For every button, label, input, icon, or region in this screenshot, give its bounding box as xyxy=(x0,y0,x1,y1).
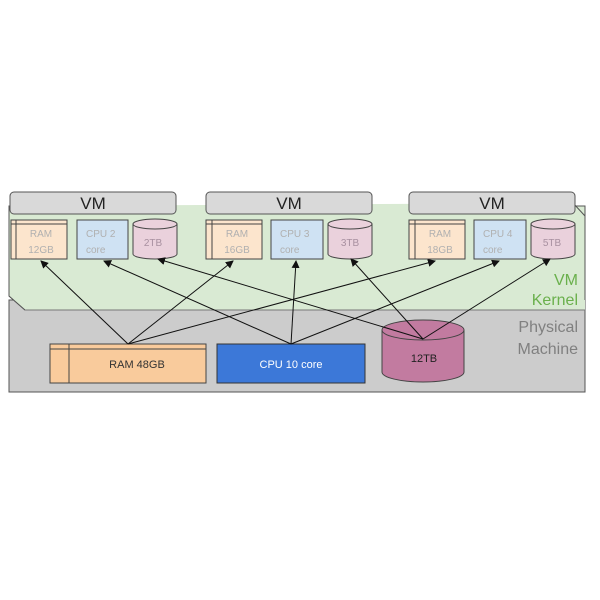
ram-label: RAM xyxy=(30,229,52,240)
virtual-cpu[interactable]: CPU 3 core xyxy=(270,219,324,260)
arrow-disk-to-vm3 xyxy=(422,258,551,340)
vm-header[interactable] xyxy=(408,191,576,215)
disk-size: 3TB xyxy=(341,238,360,249)
ram-label: RAM xyxy=(429,229,451,240)
vm-header[interactable] xyxy=(205,191,373,215)
virtual-disk[interactable]: 3TB xyxy=(327,218,373,260)
kernel-label-kernel: Kernel xyxy=(532,292,578,309)
virtual-ram[interactable]: RAM 18GB xyxy=(408,219,466,260)
kernel-label-vm: VM xyxy=(554,272,578,289)
cpu-cores: core xyxy=(280,245,300,256)
arrow-ram-to-vm1 xyxy=(40,260,129,345)
virtual-cpu[interactable]: CPU 2 core xyxy=(76,219,129,260)
vm-header[interactable] xyxy=(9,191,177,215)
vm-3: VM RAM 18GB CPU 4 core 5TB xyxy=(408,191,576,260)
arrow-cpu-to-vm3 xyxy=(290,259,500,345)
physical-label-physical: Physical xyxy=(518,319,578,336)
virtual-cpu[interactable]: CPU 4 core xyxy=(473,219,527,260)
vm-1: VM RAM 12GB CPU 2 core 2TB xyxy=(9,191,178,260)
vm-2: VM RAM 16GB CPU 3 core 3TB xyxy=(205,191,373,260)
arrow-disk-to-vm2 xyxy=(350,258,424,340)
arrow-ram-to-vm3 xyxy=(127,258,436,345)
virtual-ram[interactable]: RAM 16GB xyxy=(205,219,263,260)
virtual-disk[interactable]: 2TB xyxy=(132,218,178,260)
vm-title: VM xyxy=(80,194,106,213)
arrow-cpu-to-vm2 xyxy=(290,260,300,345)
cpu-cores: core xyxy=(483,245,503,256)
arrow-cpu-to-vm1 xyxy=(103,260,292,345)
physical-cpu-label: CPU 10 core xyxy=(260,359,323,371)
virtual-disk[interactable]: 5TB xyxy=(530,218,576,260)
vm-title: VM xyxy=(276,194,302,213)
connections xyxy=(40,257,551,345)
ram-size: 16GB xyxy=(224,245,250,256)
ram-size: 18GB xyxy=(427,245,453,256)
physical-disk[interactable]: 12TB xyxy=(381,319,465,383)
cpu-cores: core xyxy=(86,245,106,256)
cpu-label: CPU 4 xyxy=(483,229,513,240)
arrow-disk-to-vm1 xyxy=(157,257,424,340)
physical-disk-label: 12TB xyxy=(411,353,437,365)
cpu-label: CPU 2 xyxy=(86,229,116,240)
vm-title: VM xyxy=(479,194,505,213)
physical-cpu[interactable]: CPU 10 core xyxy=(216,343,366,384)
physical-ram[interactable]: RAM 48GB xyxy=(49,343,207,384)
physical-ram-label: RAM 48GB xyxy=(109,359,165,371)
cpu-label: CPU 3 xyxy=(280,229,310,240)
arrow-ram-to-vm2 xyxy=(127,260,234,345)
ram-size: 12GB xyxy=(28,245,54,256)
ram-label: RAM xyxy=(226,229,248,240)
disk-size: 2TB xyxy=(144,238,163,249)
disk-size: 5TB xyxy=(543,238,562,249)
physical-label-machine: Machine xyxy=(518,341,579,358)
virtual-ram[interactable]: RAM 12GB xyxy=(10,219,68,260)
